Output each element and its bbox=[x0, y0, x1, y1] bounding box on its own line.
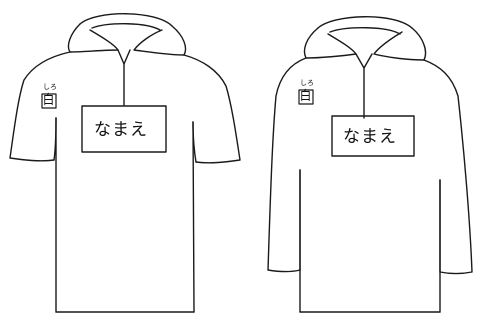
badge-character-left: 白 bbox=[42, 93, 55, 108]
badge-reading-left: しろ bbox=[43, 83, 57, 91]
name-tag-right: なまえ bbox=[343, 127, 397, 147]
badge-character-right: 白 bbox=[299, 89, 312, 104]
name-tag-left: なまえ bbox=[94, 120, 148, 140]
shirt-left-icon bbox=[9, 13, 241, 313]
shirt-right-icon bbox=[267, 16, 473, 313]
badge-reading-right: しろ bbox=[300, 79, 314, 87]
